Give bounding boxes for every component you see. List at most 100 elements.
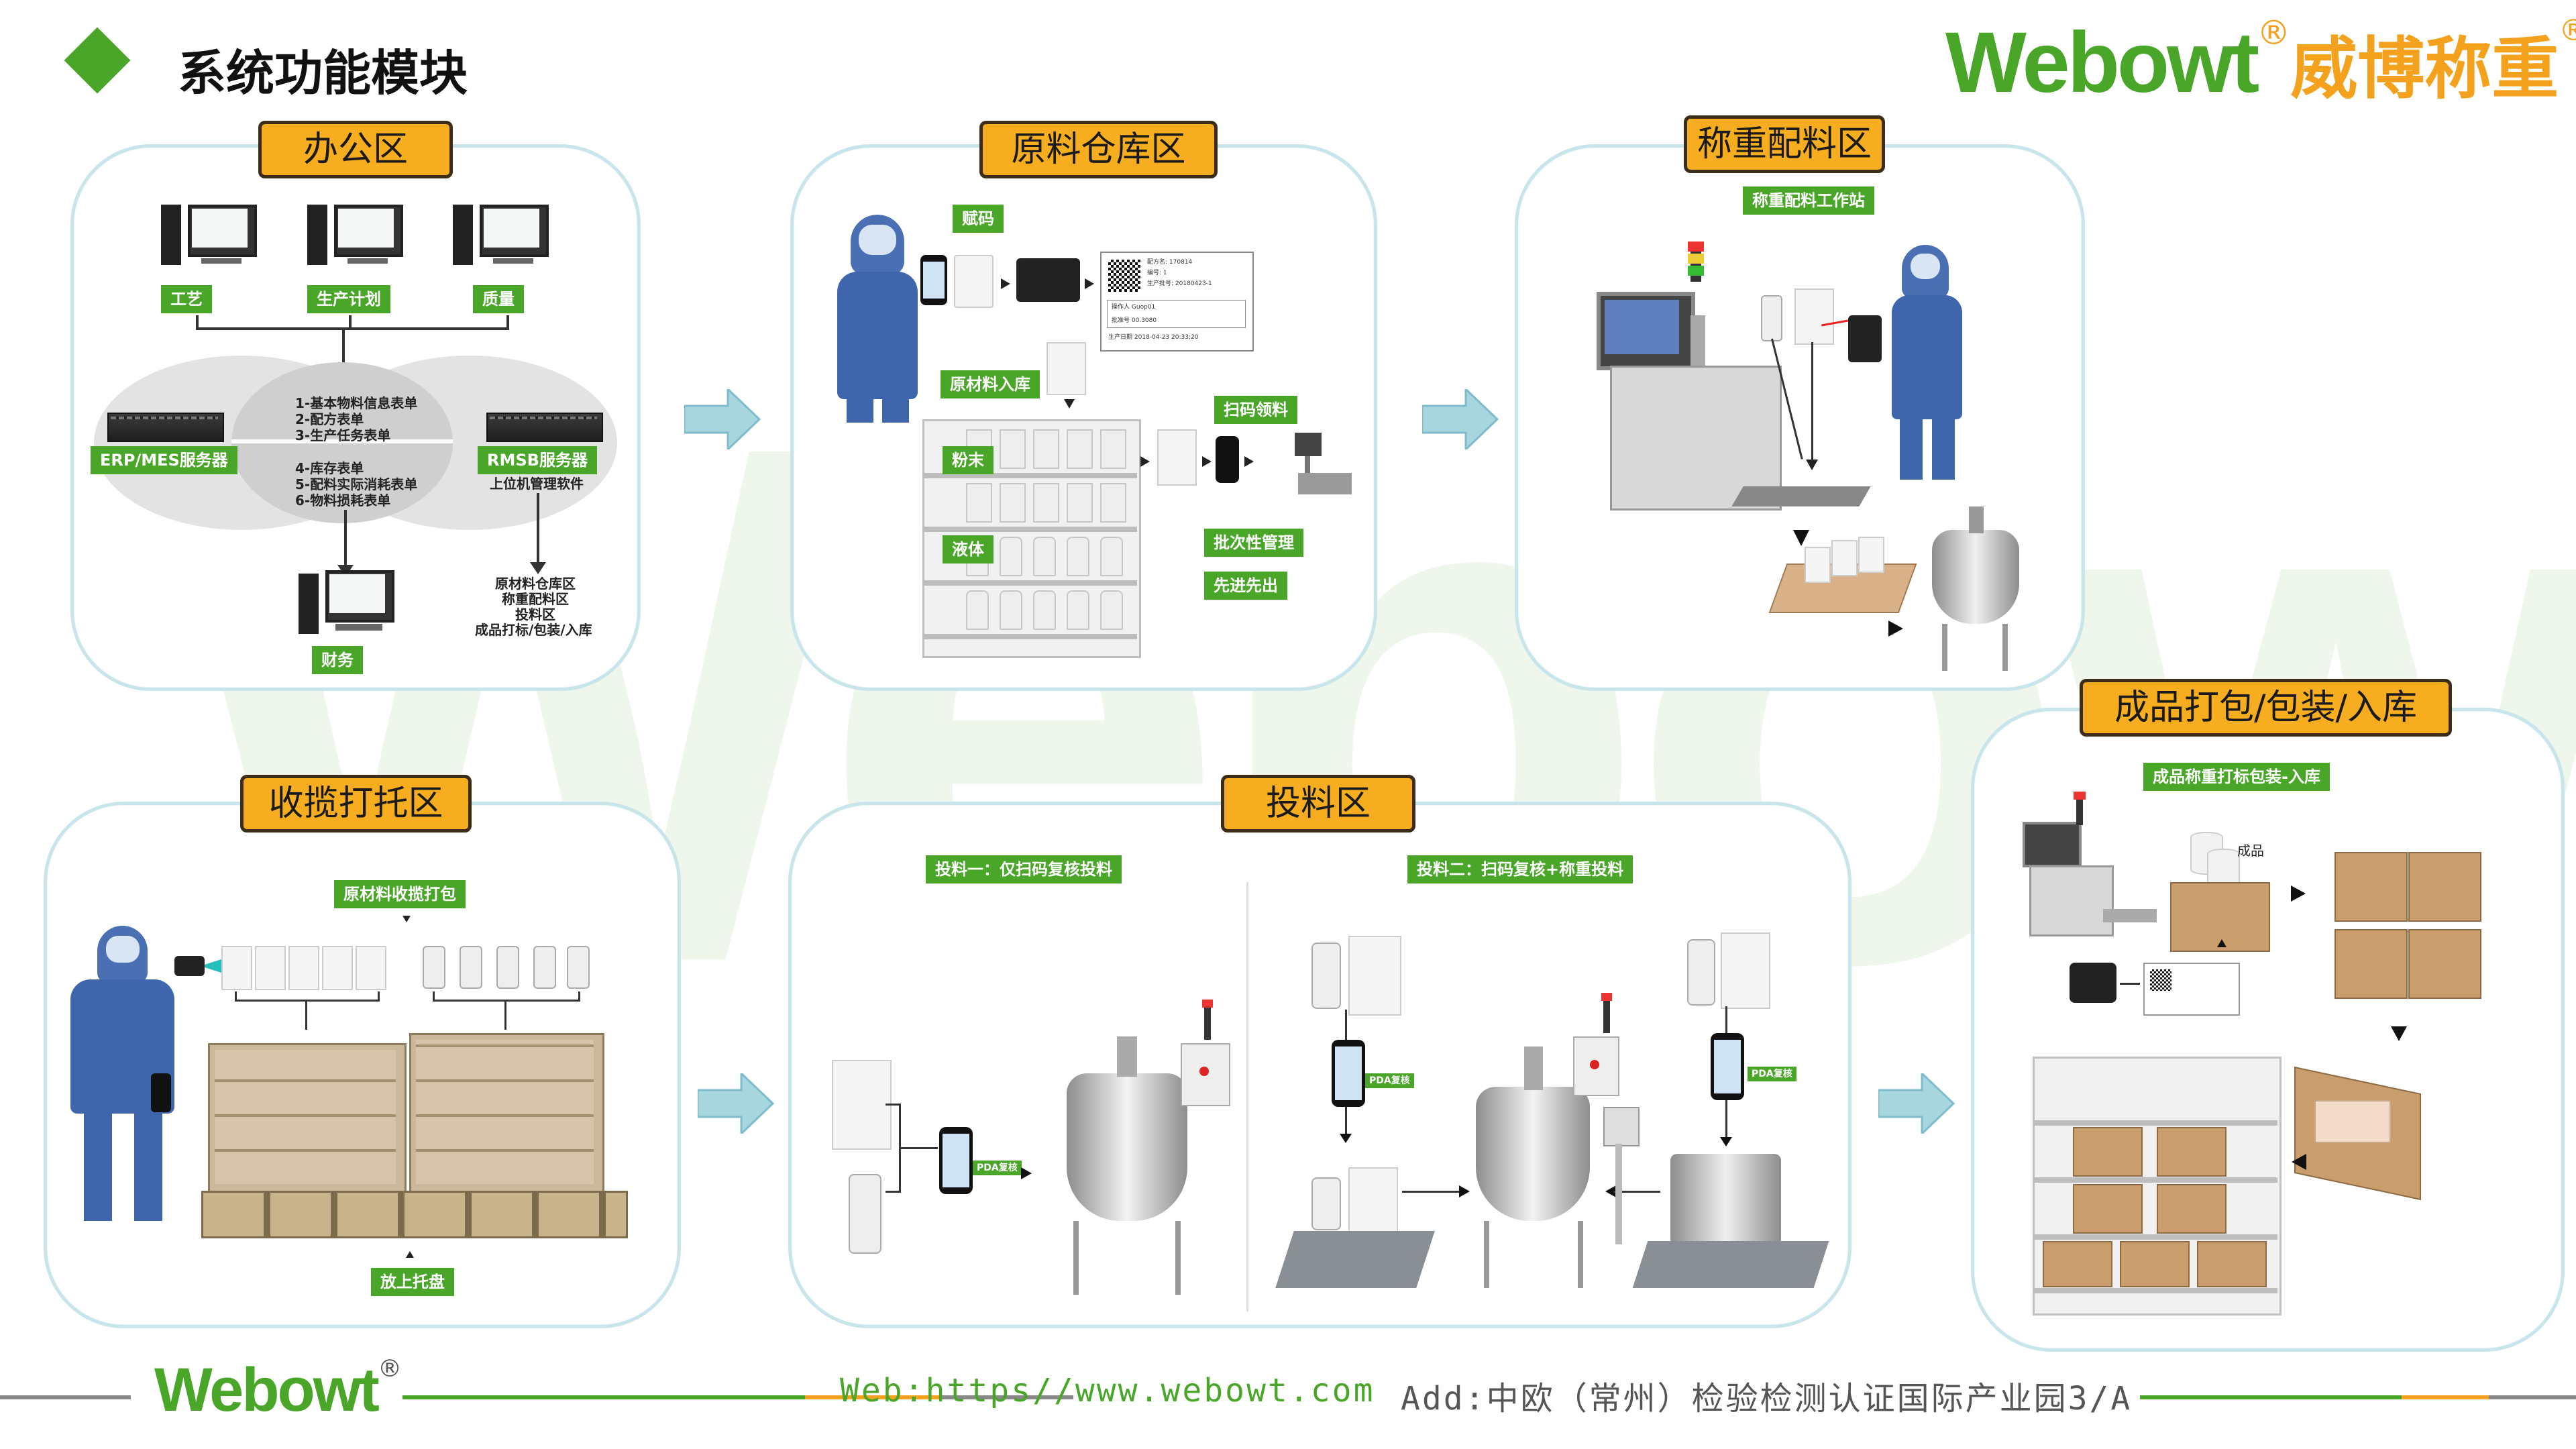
divider [1246,882,1248,1311]
label-field-name: 配方名 [1147,259,1166,266]
brand-reg-mark: ® [2257,13,2291,52]
vial-icon [567,946,590,989]
label-assign-code: 赋码 [953,205,1004,233]
bag-icon [322,946,353,990]
scale-icon [1295,433,1322,456]
form-item: 2-配方表单 [295,411,364,427]
flow-arrow-right-icon [698,1073,775,1134]
label-pda: PDA复核 [1365,1073,1414,1088]
vial-icon [1687,939,1715,1006]
label-field-name: 操作人 [1112,304,1130,311]
footer-logo: Webowt® [154,1355,402,1426]
area-list-item: 称重配料区 [502,591,569,607]
material-label-card: 配方名: 170814 编号: 1 生产批号: 20180423-1 操作人 G… [1100,252,1254,352]
bag-icon [255,946,286,990]
vial-icon [423,946,445,989]
phone-icon [1216,436,1239,483]
phone-icon [151,1073,171,1112]
brand-logo-en: Webowt [1945,15,2259,111]
floor-scale [1632,1241,1829,1288]
qr-code-icon [2150,969,2171,991]
tab-office: 办公区 [258,121,453,178]
floor-scale [1275,1231,1435,1288]
label-field-value: 00.3080 [1131,317,1157,324]
bag-icon [1858,537,1884,573]
bag-icon [288,946,319,990]
label-fifo: 先进先出 [1204,572,1287,600]
tab-feeding: 投料区 [1221,775,1415,833]
label-station: 称重配料工作站 [1743,186,1874,215]
label-mode2: 投料二：扫码复核+称重投料 [1407,855,1633,883]
carton-box [2073,1184,2143,1234]
form-item: 5-配料实际消耗表单 [295,476,418,492]
vial-icon [1311,1177,1341,1230]
pallet-base [201,1191,628,1238]
flow-arrow-right-icon [684,389,761,449]
vial-icon [1311,943,1341,1009]
form-item: 4-库存表单 [295,460,364,476]
brand-logo-cn: 威博称重 [2290,30,2559,108]
carton-box [2157,1184,2226,1234]
label-field-value: 2018-04-23 20:33:20 [1134,334,1199,341]
carton-box [2120,1241,2190,1287]
label-powder: 粉末 [943,446,994,474]
carton-box [2408,929,2481,999]
carton-box [2157,1127,2226,1177]
footer-line-left [0,1395,131,1399]
label-rmsb-server: RMSB服务器 [478,446,597,474]
bag-icon [1805,547,1831,583]
bag-icon [1348,1167,1398,1234]
label-finance: 财务 [312,646,363,674]
vial-icon [849,1174,881,1254]
scanner-icon [174,956,205,976]
label-liquid: 液体 [943,535,994,564]
label-field-value: Guop01 [1131,304,1156,311]
product-label-text: 成品 [2237,843,2264,859]
form-item: 6-物料损耗表单 [295,492,391,508]
label-mode1: 投料一：仅扫码复核投料 [926,855,1122,883]
bag-icon [356,946,386,990]
printer-icon [2070,963,2116,1003]
footer-line-mid [402,1395,1073,1399]
label-quality: 质量 [473,285,524,313]
vial-icon [533,946,556,989]
footer-line-right [2140,1395,2576,1399]
carton-box [2197,1241,2267,1287]
label-process: 工艺 [161,285,212,313]
label-pack: 原材料收揽打包 [334,880,466,908]
bag-icon [1046,342,1086,395]
page-title: 系统功能模块 [178,45,468,101]
bag-icon [1721,932,1770,1009]
label-field-name: 生产批号 [1147,280,1172,287]
area-list-item: 投料区 [515,606,555,623]
label-field-name: 生产日期 [1108,334,1133,341]
vial-icon [496,946,519,989]
label-field-value: 20180423-1 [1175,280,1212,287]
flow-arrow-right-icon [1878,1073,1955,1134]
footer-web[interactable]: Web:https//www.webowt.com [840,1372,1375,1409]
carton-box [2073,1127,2143,1177]
flow-arrow-right-icon [1422,389,1499,449]
tab-receiving: 收揽打托区 [240,775,472,833]
vial-icon [1761,295,1782,341]
label-field-name: 编号 [1147,270,1160,276]
label-erp-server: ERP/MES服务器 [91,446,237,474]
weighing-indicator-icon [1603,1107,1640,1146]
label-pda: PDA复核 [1748,1067,1796,1081]
carton-box [2334,852,2408,922]
bag-icon [1348,936,1401,1016]
tab-warehouse: 原料仓库区 [979,121,1218,178]
footer-brand: Webowt [154,1356,380,1424]
label-scan-pick: 扫码领料 [1214,396,1297,424]
footer-reg-mark: ® [377,1355,402,1383]
area-list-item: 原材料仓库区 [495,576,576,592]
bag-icon [221,946,252,990]
carton-box [2334,929,2408,999]
label-pallet: 放上托盘 [371,1268,454,1296]
bag-icon [954,255,994,308]
bag-icon [1831,540,1858,576]
label-batch-mgmt: 批次性管理 [1204,529,1303,557]
label-field-value: 170814 [1169,259,1193,266]
qr-code-icon [1108,260,1140,292]
form-item: 3-生产任务表单 [295,427,391,443]
